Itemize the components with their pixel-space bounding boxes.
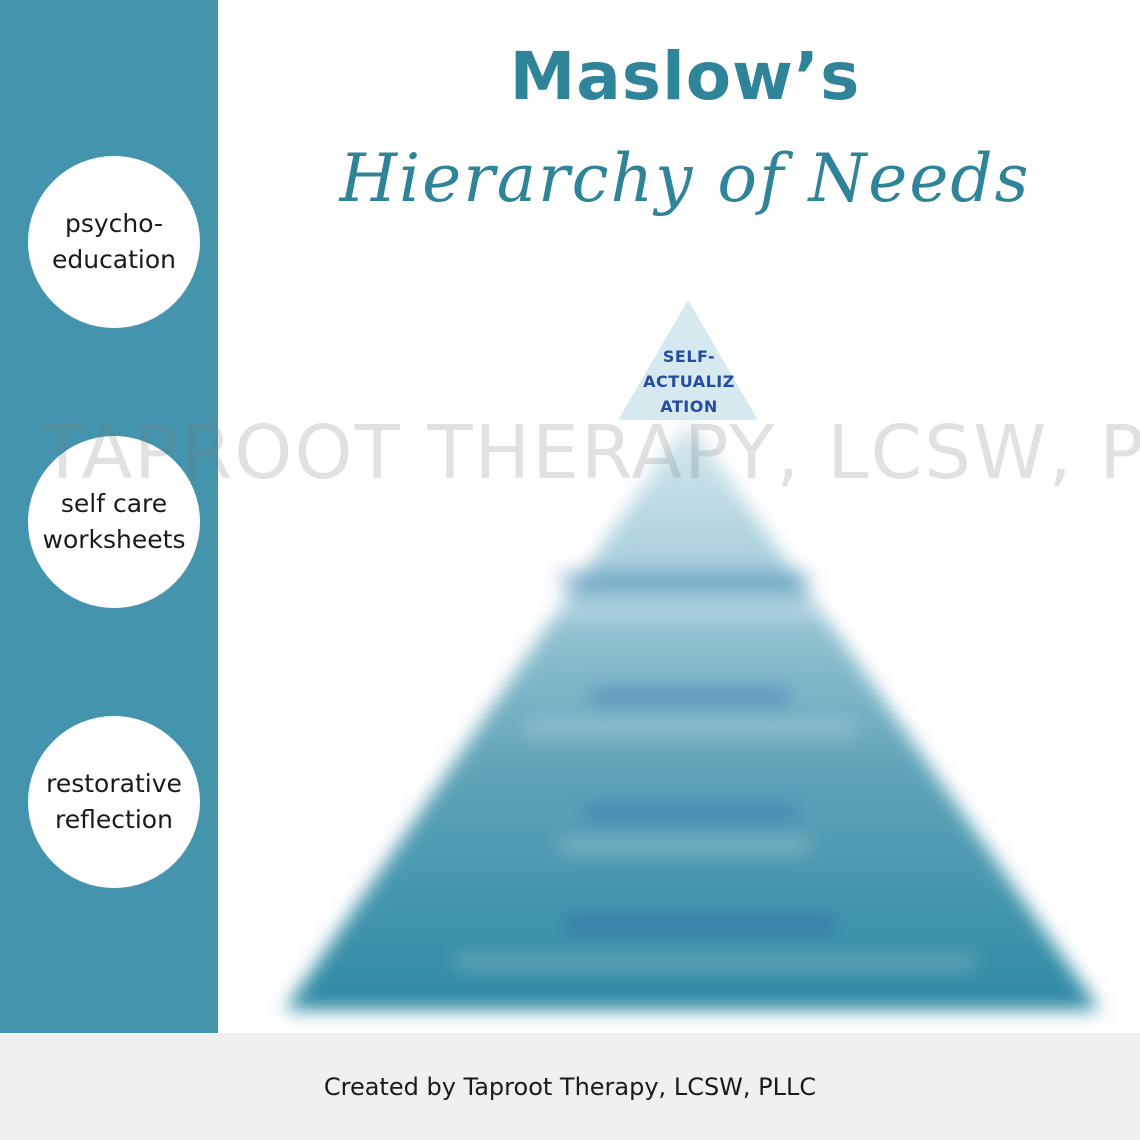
circle-label-line2: education [51, 245, 177, 274]
self-actualization-label: SELF- ACTUALIZ ATION [630, 344, 748, 419]
apex-label-line1: SELF- [662, 347, 716, 366]
apex-label-line3: ATION [660, 397, 718, 416]
circle-label-line2: reflection [55, 805, 173, 834]
pyramid-apex [618, 300, 758, 420]
footer: Created by Taproot Therapy, LCSW, PLLC [0, 1033, 1140, 1140]
page-subtitle: Hierarchy of Needs [339, 140, 1031, 217]
sidebar: psycho- education self care worksheets r… [0, 0, 218, 1033]
page-title: Maslow’s [509, 38, 861, 115]
footer-credit: Created by Taproot Therapy, LCSW, PLLC [323, 1072, 817, 1101]
circle-label-line1: self care [60, 489, 168, 518]
apex-label-line2: ACTUALIZ [643, 372, 735, 391]
psychoeducation-circle[interactable]: psycho- education [28, 156, 200, 328]
circle-label-line2: worksheets [42, 525, 186, 554]
watermark: TAPROOT THERAPY, LCSW, PLLC [40, 410, 1140, 496]
pyramid-body [285, 420, 1100, 1010]
restorative-reflection-circle[interactable]: restorative reflection [28, 716, 200, 888]
circle-label-line1: restorative [46, 769, 182, 798]
self-care-worksheets-circle[interactable]: self care worksheets [28, 436, 200, 608]
circle-label-line1: psycho- [64, 209, 164, 238]
